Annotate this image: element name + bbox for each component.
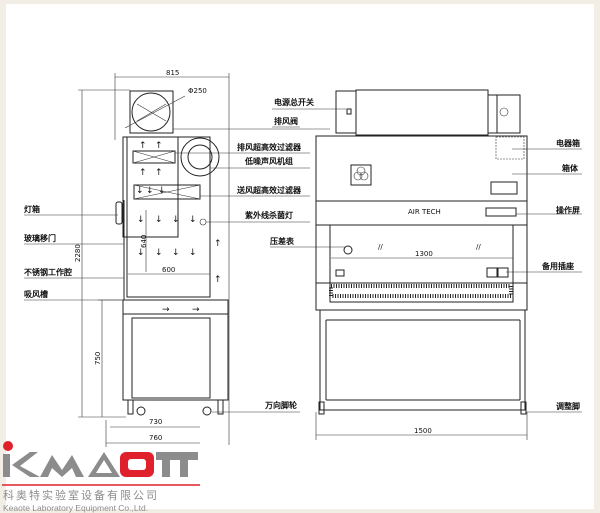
- label-supply-hepa: 送风超高效过滤器: [236, 185, 302, 195]
- front-stand: [319, 309, 526, 411]
- side-cabinet-body: [126, 136, 211, 298]
- front-cabinet-body: [315, 135, 528, 202]
- exhaust-valve: [487, 94, 521, 134]
- caster-wheel: [136, 406, 146, 416]
- blower-fan: [180, 137, 220, 177]
- label-electric-box: 电器箱: [556, 138, 580, 148]
- dim-2280: 2280: [74, 244, 82, 262]
- svg-text:↓: ↓: [137, 248, 145, 258]
- label-suction-slot: 吸风槽: [24, 289, 48, 299]
- label-leveling-feet: 调整脚: [556, 401, 580, 411]
- svg-text://: //: [476, 243, 481, 251]
- label-exhaust-hepa: 排风超高效过滤器: [237, 142, 302, 152]
- airflow-arrows: ↑↑ ↑↑ ↓↓↓ ↓↓↓↓ ↓↓↓↓ ↑↑ →→: [136, 141, 222, 315]
- svg-text:↓: ↓: [137, 215, 145, 225]
- exhaust-duct: [355, 89, 489, 136]
- right-labels: 电器箱 箱体 操作屏 备用插座 调整脚: [506, 138, 582, 413]
- label-control-panel: 操作屏: [556, 205, 580, 215]
- uv-lamp: [199, 218, 207, 226]
- svg-text:↑: ↑: [155, 168, 163, 178]
- svg-text:↓: ↓: [155, 248, 163, 258]
- middle-labels: 电源总开关 排风阀 排风超高效过滤器 低噪声风机组 送风超高效过滤器 紫外线杀菌…: [175, 97, 346, 413]
- label-power-switch: 电源总开关: [274, 97, 314, 107]
- light-box: [115, 201, 123, 225]
- svg-text:↑: ↑: [214, 239, 222, 249]
- svg-text:↓: ↓: [189, 248, 197, 258]
- side-stand: [122, 299, 229, 401]
- dim-1500: 1500: [414, 427, 432, 435]
- caster-wheel: [202, 406, 212, 416]
- label-cabinet-body: 箱体: [562, 163, 579, 173]
- svg-text:↑: ↑: [139, 168, 147, 178]
- drawing-sheet: [6, 4, 594, 509]
- svg-text:↓: ↓: [189, 215, 197, 225]
- svg-text:↑: ↑: [139, 141, 147, 151]
- svg-text:↑: ↑: [214, 275, 222, 285]
- dim-640: 640: [140, 235, 148, 248]
- dim-fan-diameter: Φ250: [188, 87, 207, 95]
- label-uv-lamp: 紫外线杀菌灯: [245, 210, 293, 220]
- dim-760: 760: [149, 434, 162, 442]
- svg-text:→: →: [192, 305, 200, 315]
- dim-600: 600: [162, 266, 175, 274]
- svg-text:↓: ↓: [146, 186, 154, 196]
- electric-box: [495, 136, 525, 160]
- dim-750: 750: [94, 352, 102, 365]
- company-name-cn: 科奥特实验室设备有限公司: [3, 488, 159, 502]
- dim-730: 730: [149, 418, 162, 426]
- front-window: [329, 224, 514, 303]
- label-light-box: 灯箱: [24, 204, 40, 214]
- front-view: AIR TECH // // 1300 1500: [315, 89, 528, 440]
- brand-band: AIR TECH: [408, 208, 441, 216]
- label-stainless-chamber: 不锈钢工作腔: [24, 267, 72, 277]
- left-labels: 灯箱 玻璃移门 不锈钢工作腔 吸风槽: [24, 204, 128, 301]
- svg-text:↓: ↓: [158, 186, 166, 196]
- dim-1300: 1300: [415, 250, 433, 258]
- spare-socket: [486, 267, 498, 278]
- label-casters: 万向脚轮: [264, 400, 297, 410]
- exhaust-fan: [131, 92, 171, 132]
- svg-text:↓: ↓: [155, 215, 163, 225]
- label-pressure-gauge: 压差表: [270, 236, 295, 246]
- svg-text://: //: [378, 243, 383, 251]
- company-logo: 科奥特实验室设备有限公司 Keaote Laboratory Equipment…: [2, 441, 200, 513]
- svg-text:↓: ↓: [172, 215, 180, 225]
- label-glass-door: 玻璃移门: [24, 233, 56, 243]
- label-exhaust-valve: 排风阀: [274, 116, 298, 126]
- svg-text:↓: ↓: [136, 186, 144, 196]
- side-view: 815 Φ250 ↑↑ ↑↑ ↓↓↓ ↓↓↓↓ ↓↓↓↓ ↑↑ →→: [74, 69, 330, 447]
- pressure-gauge: [343, 245, 353, 255]
- company-name-en: Keaote Laboratory Equipment Co.,Ltd.: [3, 503, 148, 513]
- power-switch: [346, 108, 352, 115]
- control-panel: [485, 207, 517, 217]
- dim-815: 815: [166, 69, 179, 77]
- suction-grille: [329, 284, 513, 298]
- label-spare-socket: 备用插座: [541, 261, 574, 271]
- exhaust-fan-box: [129, 90, 174, 134]
- label-fan-unit: 低噪声风机组: [244, 156, 293, 166]
- svg-text:→: →: [162, 305, 170, 315]
- svg-text:↑: ↑: [155, 141, 163, 151]
- svg-text:↓: ↓: [172, 248, 180, 258]
